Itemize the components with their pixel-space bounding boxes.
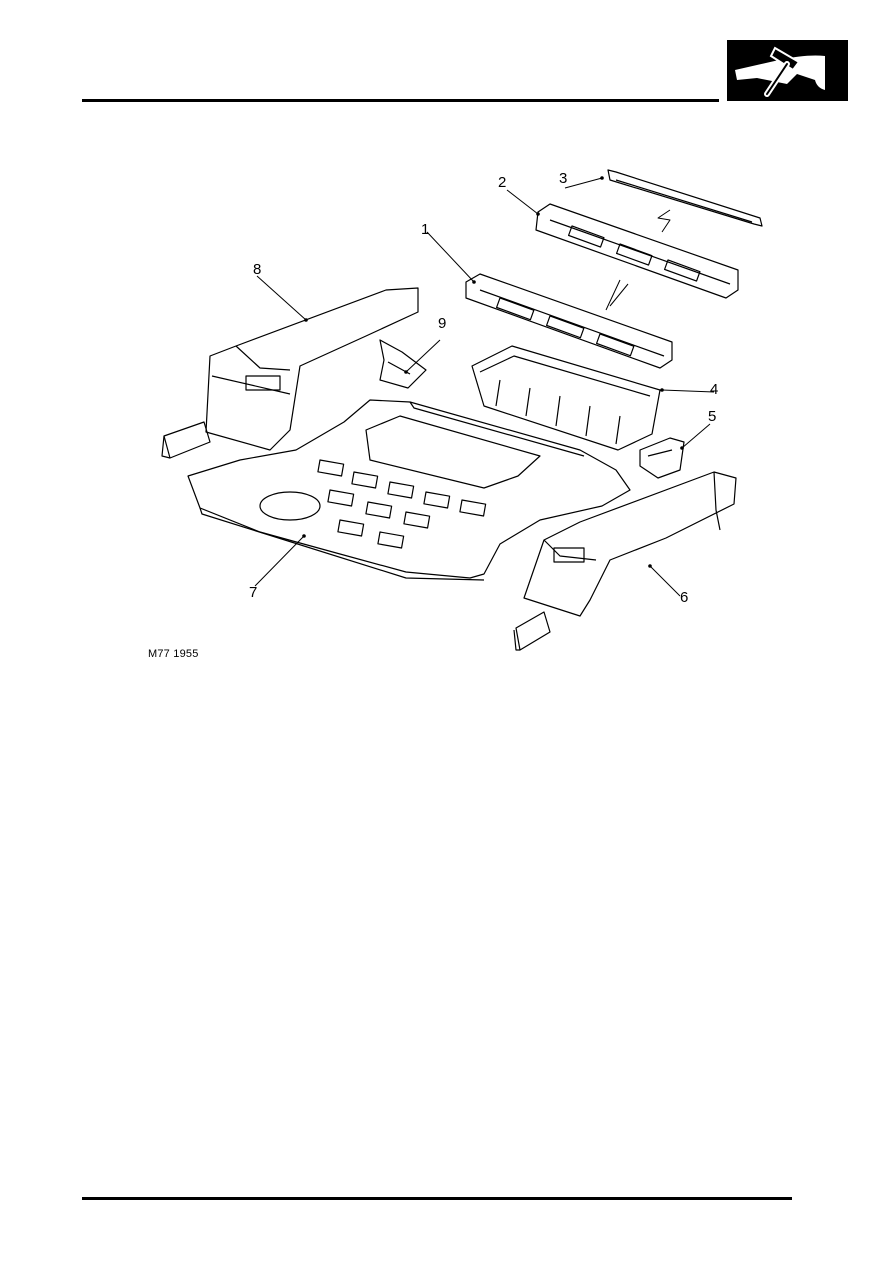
part-2-crossmember bbox=[535, 203, 739, 299]
callout-6: 6 bbox=[680, 589, 689, 606]
callout-4: 4 bbox=[710, 381, 719, 398]
callout-2: 2 bbox=[498, 174, 507, 191]
callout-dots bbox=[302, 176, 684, 568]
part-5-bracket bbox=[639, 437, 685, 479]
body-repair-hammer-icon bbox=[727, 40, 848, 101]
rear-floor-exploded-diagram bbox=[140, 160, 780, 670]
callout-9: 9 bbox=[438, 315, 447, 332]
callout-3: 3 bbox=[559, 170, 568, 187]
footer-rule bbox=[82, 1197, 792, 1200]
part-9-bracket bbox=[379, 339, 427, 389]
part-6-side-member bbox=[513, 471, 737, 651]
part-1-crossmember bbox=[465, 273, 673, 369]
callout-leaders bbox=[254, 177, 715, 597]
part-7-floor-panel bbox=[187, 399, 631, 581]
part-3-reinforcement-strip bbox=[607, 169, 763, 227]
part-8-side-member bbox=[161, 287, 419, 459]
figure-reference-code: M77 1955 bbox=[148, 648, 199, 660]
callout-7: 7 bbox=[249, 584, 258, 601]
part-4-tub bbox=[471, 345, 661, 451]
callout-5: 5 bbox=[708, 408, 717, 425]
callout-8: 8 bbox=[253, 261, 262, 278]
callout-1: 1 bbox=[421, 221, 430, 238]
header-rule bbox=[82, 99, 719, 102]
